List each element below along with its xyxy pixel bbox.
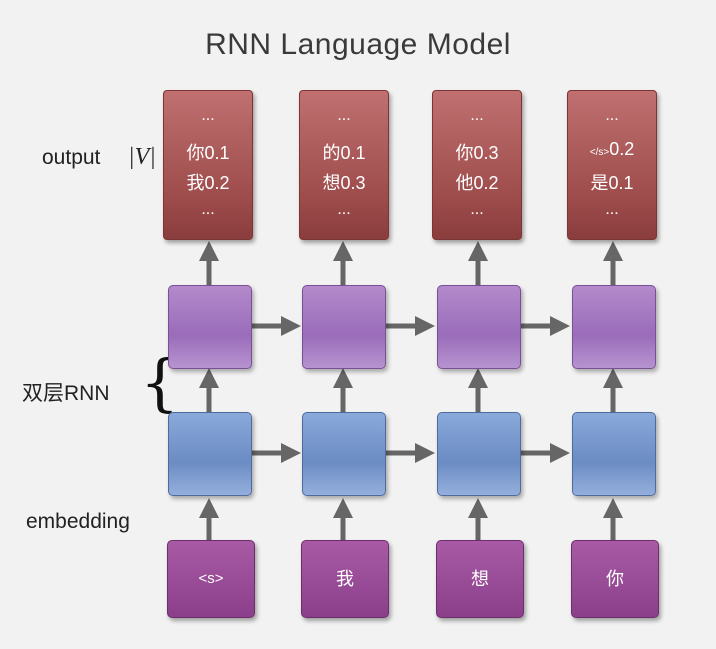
output-box-2: ... 的0.1 想0.3 ... — [299, 90, 389, 240]
rnn-bottom-cell-3 — [437, 412, 521, 496]
rnn-top-cell-4 — [572, 285, 656, 369]
output-dots-top: ... — [337, 107, 351, 124]
output-dots-top: ... — [605, 107, 619, 124]
end-token-prob: 0.2 — [609, 139, 635, 159]
rnn-top-cell-1 — [168, 285, 252, 369]
output-prob-2: 我0.2 — [186, 173, 230, 193]
output-prob-1: </s>0.2 — [568, 139, 656, 160]
rnn-top-cell-2 — [302, 285, 386, 369]
rnn-bottom-cell-4 — [572, 412, 656, 496]
input-token-4: 你 — [571, 540, 659, 618]
output-dots-top: ... — [201, 107, 215, 124]
input-token-1: <s> — [167, 540, 255, 618]
end-token-tag: </s> — [589, 147, 610, 158]
input-token-2: 我 — [301, 540, 389, 618]
output-prob-1: 你0.3 — [455, 143, 499, 163]
rnn-layers-label: 双层RNN — [22, 382, 110, 405]
input-token-3: 想 — [436, 540, 524, 618]
rnn-top-cell-3 — [437, 285, 521, 369]
output-prob-2: 他0.2 — [455, 173, 499, 193]
output-dots-top: ... — [470, 107, 484, 124]
output-dots-bottom: ... — [605, 201, 619, 218]
output-box-4: ... </s>0.2 是0.1 ... — [567, 90, 657, 240]
output-dots-bottom: ... — [337, 201, 351, 218]
output-box-3: ... 你0.3 他0.2 ... — [432, 90, 522, 240]
diagram-title: RNN Language Model — [205, 28, 511, 61]
output-label: output — [42, 146, 101, 169]
vocab-size-label: |V| — [128, 144, 156, 170]
output-dots-bottom: ... — [201, 201, 215, 218]
embedding-label: embedding — [26, 510, 130, 533]
output-prob-2: 是0.1 — [590, 173, 634, 193]
output-prob-1: 你0.1 — [186, 143, 230, 163]
rnn-bottom-cell-1 — [168, 412, 252, 496]
output-dots-bottom: ... — [470, 201, 484, 218]
output-box-1: ... 你0.1 我0.2 ... — [163, 90, 253, 240]
rnn-bottom-cell-2 — [302, 412, 386, 496]
output-prob-1: 的0.1 — [322, 143, 366, 163]
output-prob-2: 想0.3 — [322, 173, 366, 193]
